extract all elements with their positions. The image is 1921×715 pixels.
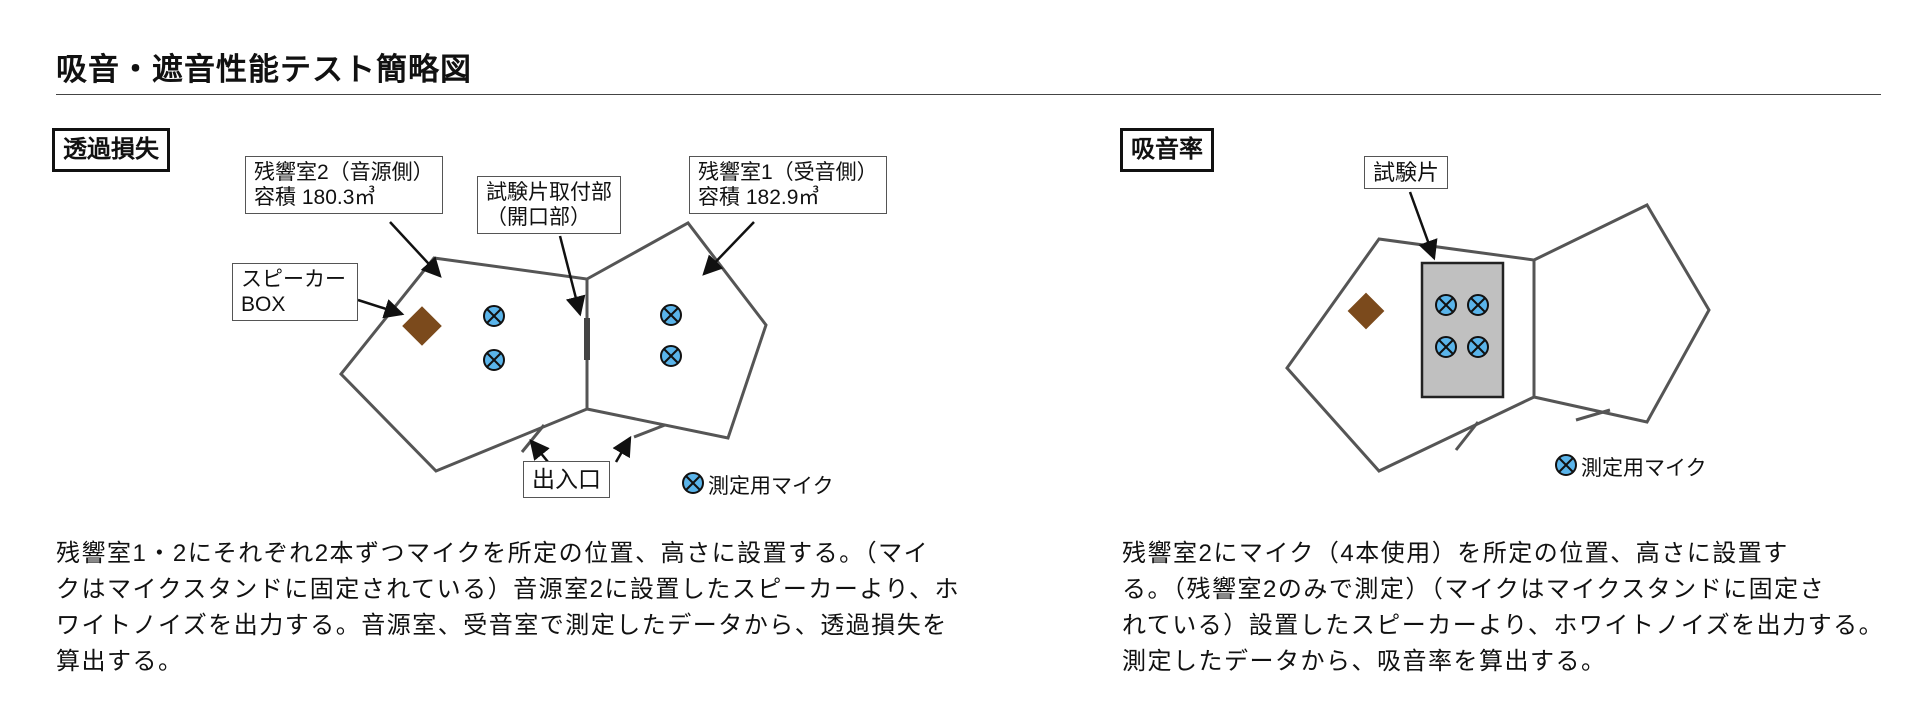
room2-volume: 容積 180.3㎥ [254, 186, 376, 209]
room1-name: 残響室1（受音側） [698, 161, 878, 184]
description-line: れている）設置したスピーカーより、ホワイトノイズを出力する。 [1122, 612, 1885, 639]
absorption-diagram [1285, 191, 1711, 476]
description-line: クはマイクスタンドに固定されている）音源室2に設置したスピーカーより、ホ [56, 576, 960, 603]
description-line: ワイトノイズを出力する。音源室、受音室で測定したデータから、透過損失を [56, 612, 948, 639]
mic-icon [1435, 294, 1457, 316]
specimen-mount-note: （開口部） [486, 206, 591, 229]
speaker-label: スピーカー BOX [232, 263, 358, 321]
arrow-room1 [702, 221, 755, 276]
speaker-name: スピーカー [241, 268, 346, 291]
speaker-box [1347, 292, 1385, 330]
door-left [1454, 421, 1480, 451]
legend-mic-icon [682, 472, 704, 494]
room1-outline [1532, 203, 1711, 424]
mic-icon [660, 345, 682, 367]
mic-icon [660, 304, 682, 326]
description-line: 測定したデータから、吸音率を算出する。 [1122, 648, 1607, 675]
description-line: る。（残響室2のみで測定）（マイクはマイクスタンドに固定さ [1122, 576, 1826, 603]
transmission-description: 残響室1・2にそれぞれ2本ずつマイクを所定の位置、高さに設置する。（マイ クはマ… [56, 536, 960, 680]
legend-mic-icon [1555, 454, 1577, 476]
section-label-absorption: 吸音率 [1120, 128, 1214, 172]
room1-label: 残響室1（受音側） 容積 182.9㎥ [689, 156, 887, 214]
arrow-entrance-right [612, 435, 632, 463]
arrow-specimen-mount [558, 235, 586, 317]
specimen-mount-name: 試験片取付部 [486, 181, 612, 204]
room2-name: 残響室2（音源側） [254, 161, 434, 184]
door-right [1575, 408, 1611, 422]
mic-legend-label: 測定用マイク [1581, 457, 1707, 480]
transmission-diagram [338, 221, 768, 494]
mic-icon [483, 349, 505, 371]
section-label-transmission-loss: 透過損失 [52, 128, 170, 172]
specimen-label: 試験片 [1364, 156, 1449, 189]
room1-volume: 容積 182.9㎥ [698, 186, 820, 209]
mic-icon [1467, 294, 1489, 316]
entrance-label: 出入口 [523, 461, 610, 498]
specimen-mount-label: 試験片取付部 （開口部） [477, 176, 621, 234]
room1-outline [585, 221, 768, 440]
title-divider [56, 94, 1881, 95]
door-right [633, 423, 666, 439]
mic-legend-label: 測定用マイク [708, 475, 834, 498]
speaker-box [402, 306, 442, 346]
arrow-speaker [357, 298, 405, 319]
door-left [520, 424, 546, 453]
mic-icon [1467, 336, 1489, 358]
mic-icon [483, 305, 505, 327]
description-line: 算出する。 [56, 648, 184, 675]
room2-outline [338, 256, 589, 473]
room2-label: 残響室2（音源側） 容積 180.3㎥ [245, 156, 443, 214]
description-line: 残響室2にマイク（4本使用）を所定の位置、高さに設置す [1122, 540, 1789, 567]
page-title: 吸音・遮音性能テスト簡略図 [56, 52, 472, 87]
arrow-specimen [1408, 191, 1438, 261]
description-line: 残響室1・2にそれぞれ2本ずつマイクを所定の位置、高さに設置する。（マイ [56, 540, 930, 567]
arrow-room2 [389, 221, 442, 278]
mic-icon [1435, 336, 1457, 358]
speaker-box-text: BOX [241, 293, 286, 316]
specimen [1420, 261, 1505, 399]
arrow-entrance-left [529, 439, 550, 463]
room2-outline [1285, 237, 1536, 473]
absorption-description: 残響室2にマイク（4本使用）を所定の位置、高さに設置す る。（残響室2のみで測定… [1122, 536, 1884, 680]
